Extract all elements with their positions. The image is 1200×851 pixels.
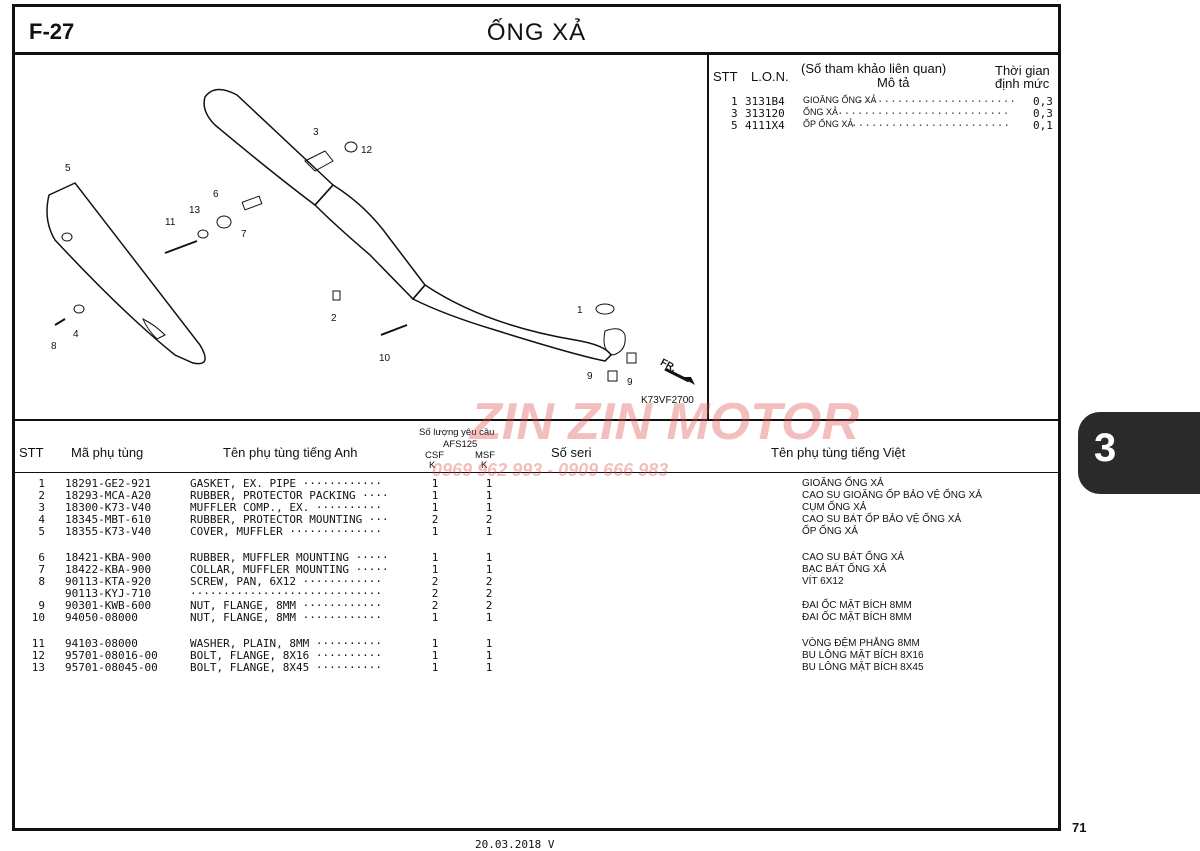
callout-4: 4 bbox=[73, 329, 79, 340]
bolt-12-shape bbox=[380, 324, 408, 336]
nut-10-shape bbox=[344, 141, 358, 153]
table-row: 90113-KYJ-710···························… bbox=[65, 587, 493, 600]
nut-9a-shape bbox=[626, 352, 637, 364]
col-header-csf: CSF bbox=[425, 450, 444, 461]
callout-13: 11 bbox=[165, 217, 176, 228]
header: F-27 ỐNG XẢ bbox=[15, 7, 1058, 55]
ref-header-time1: Thời gian bbox=[995, 63, 1050, 78]
callout-9a: 9 bbox=[587, 371, 593, 382]
col-header-stt: STT bbox=[19, 445, 44, 460]
mount-bracket-shape bbox=[304, 150, 334, 172]
footer-date: 20.03.2018 V bbox=[475, 838, 555, 851]
fr-label: FR. bbox=[658, 357, 678, 374]
nut-9b-shape bbox=[607, 370, 618, 382]
callout-1: 1 bbox=[577, 305, 583, 316]
rubber-6-shape bbox=[216, 215, 232, 229]
section-divider bbox=[15, 419, 1058, 421]
gasket-1-shape bbox=[595, 303, 615, 315]
exhaust-pipe-shape bbox=[411, 284, 612, 362]
fr-arrow-line bbox=[664, 367, 690, 383]
pipe-flange-shape bbox=[603, 328, 626, 356]
callout-5: 5 bbox=[65, 163, 71, 174]
muffler-cover-shape bbox=[46, 182, 206, 365]
parts-table: STT Mã phụ tùng Tên phụ tùng tiếng Anh S… bbox=[15, 421, 1058, 828]
muffler-body-shape bbox=[313, 184, 426, 301]
section-tab: 3 bbox=[1078, 412, 1200, 494]
callout-8: 8 bbox=[51, 341, 57, 352]
rubber-2-shape bbox=[332, 290, 341, 301]
callout-7: 7 bbox=[241, 229, 247, 240]
collar-7-shape bbox=[241, 195, 263, 211]
washer-11-shape bbox=[197, 229, 209, 239]
exploded-diagram: 5 3 12 6 13 11 7 2 4 8 10 1 9 9 FR. K73V… bbox=[15, 55, 709, 421]
watermark-phone: 0969 962 993 - 0909 666 983 bbox=[432, 460, 669, 480]
page-frame: F-27 ỐNG XẢ bbox=[12, 4, 1061, 831]
cover-hole bbox=[61, 232, 73, 242]
page-number: 71 bbox=[1072, 820, 1087, 835]
callout-9b: 9 bbox=[627, 377, 633, 388]
callout-11: 13 bbox=[189, 205, 201, 216]
page-code: F-27 bbox=[29, 19, 75, 44]
muffler-can-shape bbox=[203, 88, 335, 207]
col-header-k-msf: K bbox=[481, 460, 488, 471]
col-header-msf: MSF bbox=[475, 450, 496, 461]
ref-header-desc: Mô tả bbox=[877, 75, 910, 90]
header-underline bbox=[15, 472, 1058, 473]
diagram-ref-code: K73VF2700 bbox=[641, 395, 694, 406]
callout-3: 3 bbox=[313, 127, 319, 138]
ref-header-related: (Số tham khảo liên quan) bbox=[801, 61, 947, 76]
bolt-13-shape bbox=[164, 240, 198, 254]
callout-12: 10 bbox=[379, 353, 391, 364]
screw-8-shape bbox=[54, 318, 66, 326]
rubber-4-shape bbox=[73, 304, 85, 314]
diagram-svg: 5 3 12 6 13 11 7 2 4 8 10 1 9 9 FR. K73V… bbox=[46, 88, 695, 406]
ref-header-lon: L.O.N. bbox=[751, 69, 789, 84]
col-header-qty: Số lượng yêu cầu bbox=[419, 427, 495, 438]
callout-10: 12 bbox=[361, 145, 373, 156]
callout-2: 2 bbox=[331, 313, 337, 324]
ref-header-time2: định mức bbox=[995, 76, 1050, 91]
col-header-name-en: Tên phụ tùng tiếng Anh bbox=[223, 445, 358, 460]
ref-header-stt: STT bbox=[713, 69, 738, 84]
labor-reference-panel: STT L.O.N. (Số tham khảo liên quan) Mô t… bbox=[713, 61, 1053, 132]
cover-slot bbox=[142, 317, 166, 340]
watermark-brand: ZIN ZIN MOTOR bbox=[470, 393, 860, 451]
page-title: ỐNG XẢ bbox=[486, 19, 587, 46]
col-header-k-csf: K bbox=[429, 460, 436, 471]
callout-6: 6 bbox=[213, 189, 219, 200]
col-header-code: Mã phụ tùng bbox=[71, 445, 144, 460]
col-header-name-vn: Tên phụ tùng tiếng Việt bbox=[771, 445, 906, 460]
col-header-serial: Số seri bbox=[551, 445, 592, 460]
col-header-model: AFS125 bbox=[443, 439, 478, 450]
